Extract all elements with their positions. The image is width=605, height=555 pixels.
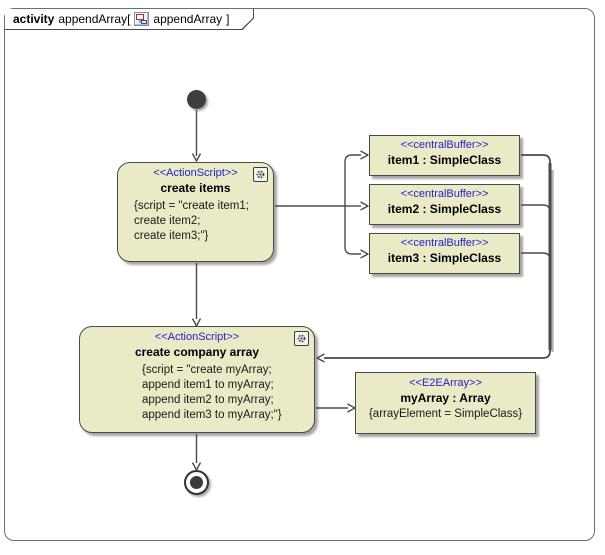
script-text: {script = "create myArray; append item1 … <box>80 363 314 423</box>
action-name: create items <box>160 181 231 195</box>
script-line: {script = "create myArray; <box>142 364 272 376</box>
script-line: {script = "create item1; <box>134 200 249 212</box>
script-line: append item3 to myArray;"} <box>142 409 282 421</box>
script-line: append item1 to myArray; <box>142 379 274 391</box>
frame-diagram-name: appendArray <box>153 11 223 26</box>
buffer-name: item3 : SimpleClass <box>387 251 502 265</box>
central-buffer-item2[interactable]: <<centralBuffer>> item2 : SimpleClass <box>369 184 520 225</box>
gear-icon <box>294 331 309 346</box>
object-name: myArray : Array <box>400 391 491 405</box>
gear-icon <box>253 167 268 182</box>
activity-final-node[interactable] <box>184 470 209 495</box>
action-create-items[interactable]: <<ActionScript>> create items {script = … <box>117 162 274 262</box>
script-text: {script = "create item1; create item2; c… <box>118 199 273 244</box>
buffer-name: item1 : SimpleClass <box>387 153 502 167</box>
frame-close-bracket: ] <box>226 11 230 26</box>
script-line: create item3;"} <box>134 230 209 242</box>
constraint-label: {arrayElement = SimpleClass} <box>368 408 523 420</box>
frame-tab-label: activity appendArray[ appendArray ] <box>5 9 253 29</box>
frame-keyword: activity <box>13 11 55 26</box>
activity-frame <box>4 8 595 541</box>
final-node-dot <box>190 476 203 489</box>
initial-node[interactable] <box>187 90 206 109</box>
object-node-myarray[interactable]: <<E2EArray>> myArray : Array {arrayEleme… <box>355 372 536 434</box>
buffer-name: item2 : SimpleClass <box>387 202 502 216</box>
stereotype-label: <<E2EArray>> <box>409 377 482 389</box>
central-buffer-item1[interactable]: <<centralBuffer>> item1 : SimpleClass <box>369 135 520 176</box>
frame-name: appendArray[ <box>58 11 131 26</box>
stereotype-label: <<ActionScript>> <box>154 331 240 343</box>
central-buffer-item3[interactable]: <<centralBuffer>> item3 : SimpleClass <box>369 233 520 274</box>
stereotype-label: <<centralBuffer>> <box>400 237 489 249</box>
stereotype-label: <<centralBuffer>> <box>400 188 489 200</box>
script-line: create item2; <box>134 215 201 227</box>
frame-tab: activity appendArray[ appendArray ] <box>5 9 253 29</box>
activity-diagram-icon <box>134 12 149 26</box>
stereotype-label: <<ActionScript>> <box>153 167 238 179</box>
script-line: append item2 to myArray; <box>142 394 274 406</box>
action-create-company-array[interactable]: <<ActionScript>> create company array {s… <box>79 326 315 433</box>
action-name: create company array <box>134 345 260 359</box>
stereotype-label: <<centralBuffer>> <box>400 139 489 151</box>
